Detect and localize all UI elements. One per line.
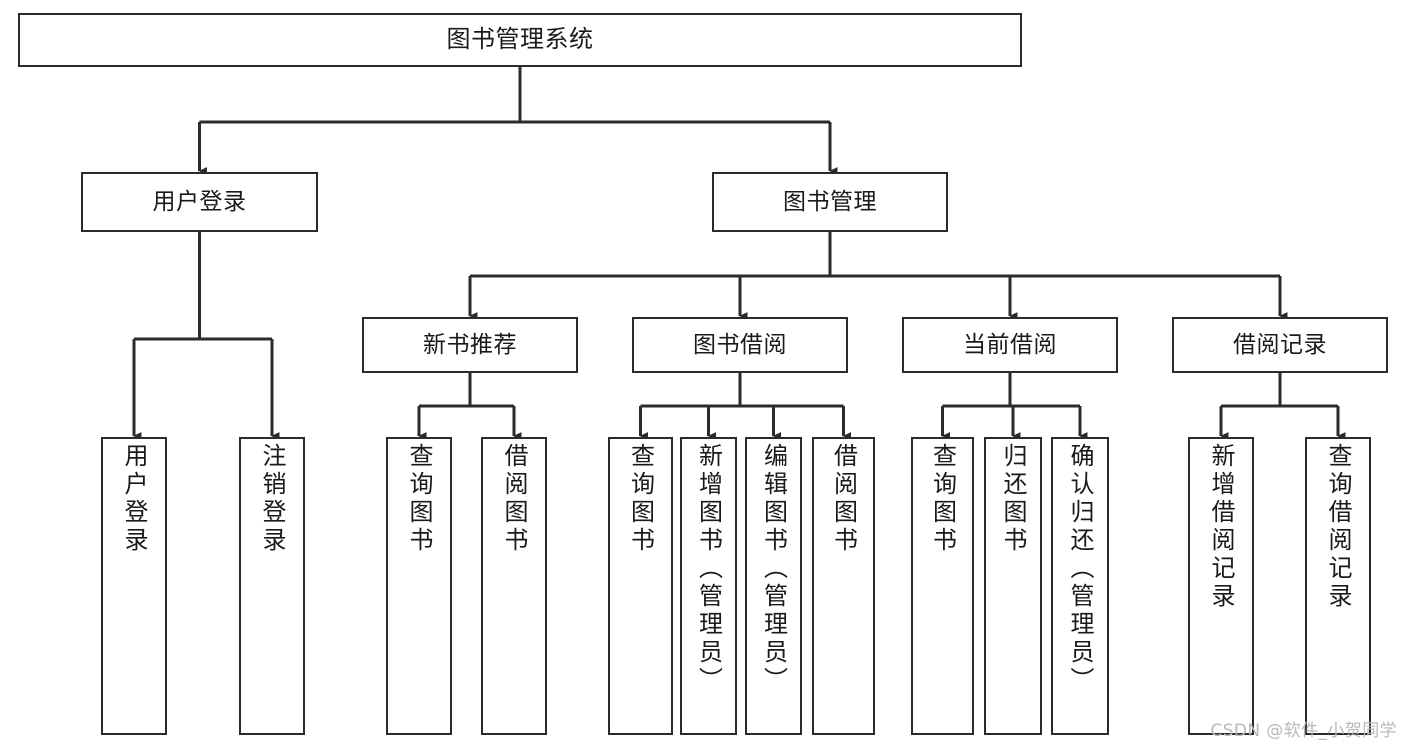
node-login[interactable]: 用户登录	[81, 172, 318, 232]
watermark-text: CSDN @软件_小贺同学	[1210, 721, 1397, 741]
node-leaf8[interactable]: 借阅图书	[812, 437, 875, 735]
node-current[interactable]: 当前借阅	[902, 317, 1118, 373]
node-label: 借阅图书	[500, 443, 528, 555]
node-label: 新书推荐	[423, 331, 517, 358]
node-label: 图书管理	[783, 188, 877, 215]
node-leaf13[interactable]: 查询借阅记录	[1305, 437, 1371, 735]
node-label: 查询借阅记录	[1324, 443, 1352, 611]
node-leaf5[interactable]: 查询图书	[608, 437, 673, 735]
node-leaf1[interactable]: 用户登录	[101, 437, 167, 735]
node-label: 图书借阅	[693, 331, 787, 358]
node-label: 查询图书	[405, 443, 433, 555]
node-leaf9[interactable]: 查询图书	[911, 437, 974, 735]
node-label: 当前借阅	[963, 331, 1057, 358]
node-leaf7[interactable]: 编辑图书（管理员）	[745, 437, 802, 735]
node-label: 归还图书	[999, 443, 1027, 555]
node-leaf12[interactable]: 新增借阅记录	[1188, 437, 1254, 735]
node-label: 查询图书	[928, 443, 957, 555]
node-borrow[interactable]: 图书借阅	[632, 317, 848, 373]
node-leaf2[interactable]: 注销登录	[239, 437, 305, 735]
node-label: 查询图书	[626, 443, 655, 555]
node-records[interactable]: 借阅记录	[1172, 317, 1388, 373]
node-leaf6[interactable]: 新增图书（管理员）	[680, 437, 737, 735]
node-label: 新增图书（管理员）	[694, 443, 723, 695]
node-leaf3[interactable]: 查询图书	[386, 437, 452, 735]
node-label: 图书管理系统	[446, 25, 594, 54]
node-label: 编辑图书（管理员）	[759, 443, 788, 695]
node-label: 借阅图书	[829, 443, 858, 555]
node-leaf11[interactable]: 确认归还（管理员）	[1051, 437, 1109, 735]
node-leaf4[interactable]: 借阅图书	[481, 437, 547, 735]
node-label: 确认归还（管理员）	[1066, 443, 1094, 695]
node-label: 新增借阅记录	[1207, 443, 1235, 611]
node-label: 用户登录	[152, 188, 247, 215]
node-leaf10[interactable]: 归还图书	[984, 437, 1042, 735]
node-root[interactable]: 图书管理系统	[18, 13, 1022, 67]
node-label: 用户登录	[120, 443, 148, 555]
node-bookmgmt[interactable]: 图书管理	[712, 172, 948, 232]
node-label: 注销登录	[258, 443, 286, 555]
node-label: 借阅记录	[1233, 331, 1327, 358]
node-newbook[interactable]: 新书推荐	[362, 317, 578, 373]
